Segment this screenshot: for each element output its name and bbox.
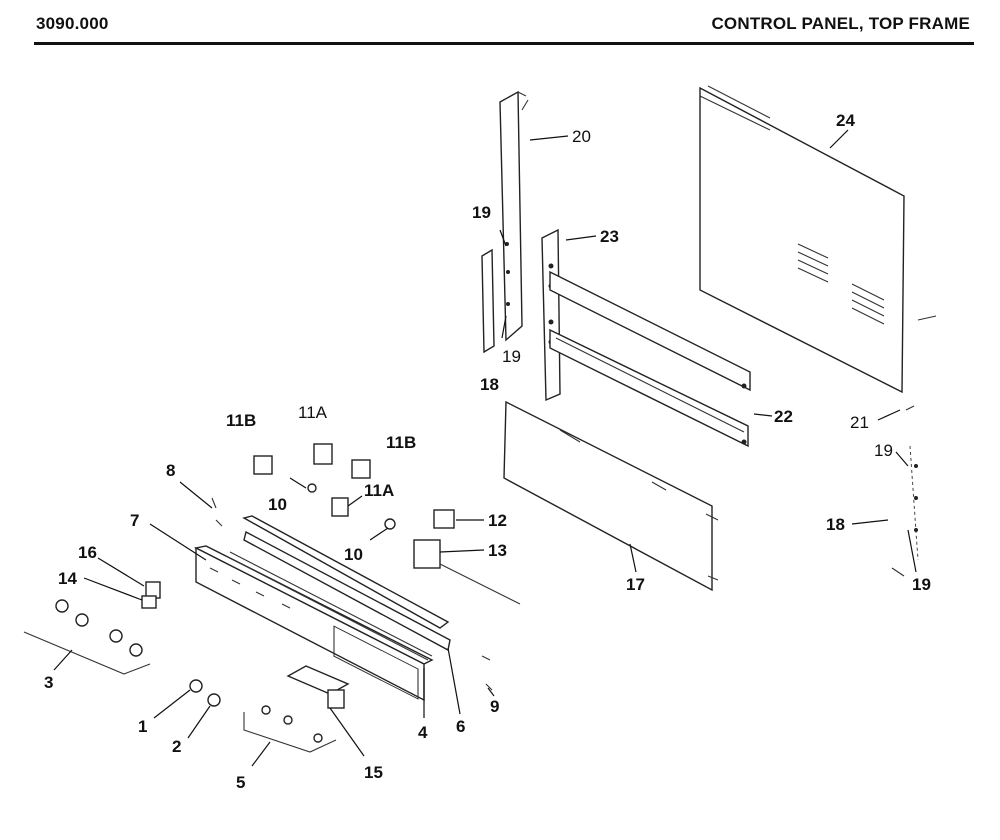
part-thermostat-13	[413, 539, 521, 605]
callout-14: 14	[58, 569, 77, 588]
callout-5: 5	[236, 773, 245, 792]
part-knob-set-lower	[243, 705, 337, 753]
part-knob-1	[189, 679, 203, 693]
callout-18b: 18	[826, 515, 845, 534]
part-knob-set	[23, 599, 151, 675]
part-top-frame-rails	[549, 270, 751, 448]
part-screw-10b	[384, 518, 396, 530]
callout-4: 4	[418, 723, 428, 742]
part-back-panel	[503, 400, 719, 592]
part-screw-10a	[307, 483, 317, 493]
part-timer-14	[141, 595, 157, 609]
callout-15: 15	[364, 763, 383, 782]
part-switch-11a-top	[313, 443, 333, 465]
callout-2: 2	[172, 737, 181, 756]
callout-22: 22	[774, 407, 793, 426]
part-switch-11a-mid	[331, 497, 349, 517]
callout-19d: 19	[912, 575, 931, 594]
vent-slots-lower	[851, 283, 885, 325]
callout-6: 6	[456, 717, 465, 736]
callout-11a-mid: 11A	[364, 481, 394, 500]
callout-21: 21	[850, 413, 869, 432]
part-top-cover	[699, 85, 937, 394]
callout-10a: 10	[268, 495, 287, 514]
part-relay-12	[433, 509, 455, 529]
document-number: 3090.000	[36, 14, 109, 33]
callout-8: 8	[166, 461, 175, 480]
callout-1: 1	[138, 717, 147, 736]
callout-20: 20	[572, 127, 591, 146]
callout-19a: 19	[472, 203, 491, 222]
part-switch-11b-left	[253, 455, 273, 475]
callout-9: 9	[490, 697, 499, 716]
callout-18a: 18	[480, 375, 499, 394]
vent-slots-upper	[797, 243, 829, 283]
callout-12: 12	[488, 511, 507, 530]
callout-19c: 19	[874, 441, 893, 460]
part-switch-11b-right	[351, 459, 371, 479]
part-control-panel-trim	[242, 515, 451, 652]
callout-24: 24	[836, 111, 855, 130]
part-screw-8	[211, 497, 223, 527]
part-side-rail	[499, 90, 529, 342]
part-control-panel	[193, 545, 434, 702]
callout-11b-right: 11B	[386, 433, 416, 452]
part-frame-end-bracket	[541, 228, 561, 402]
callout-10b: 10	[344, 545, 363, 564]
callout-3: 3	[44, 673, 53, 692]
part-bracket-right	[891, 405, 919, 577]
callout-23: 23	[600, 227, 619, 246]
header-rule	[34, 42, 974, 45]
callout-13: 13	[488, 541, 507, 560]
diagram-title: CONTROL PANEL, TOP FRAME	[711, 14, 970, 33]
part-bracket-left	[481, 248, 495, 354]
part-bracket-15	[286, 665, 350, 709]
callout-17: 17	[626, 575, 645, 594]
leader-lines	[53, 129, 917, 767]
callout-19b: 19	[502, 347, 521, 366]
callout-7: 7	[130, 511, 139, 530]
callout-11b-left: 11B	[226, 411, 256, 430]
part-knob-2	[207, 693, 221, 707]
callout-11a-top: 11A	[298, 403, 328, 422]
callout-16: 16	[78, 543, 97, 562]
part-screw-9	[481, 655, 493, 691]
